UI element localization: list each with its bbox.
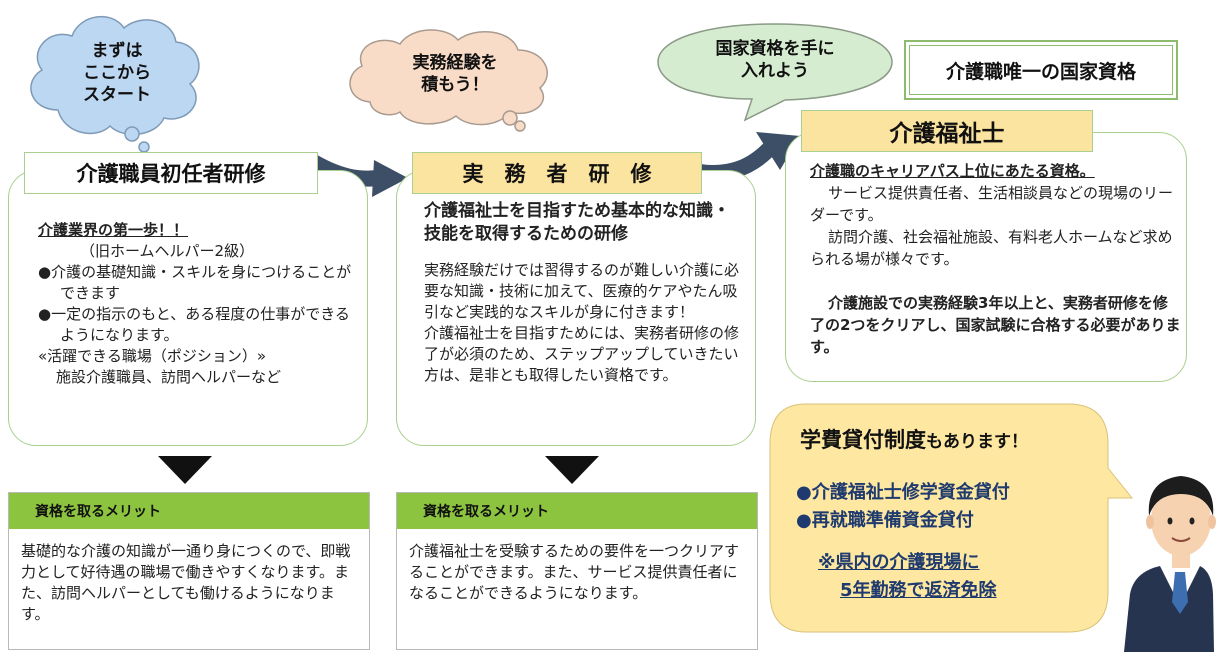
merit-box-initial-training: 資格を取るメリット 基礎的な介護の知識が一通り身につくので、即戦力として好待遇の…: [8, 492, 370, 650]
care-worker-intro: 介護職のキャリアパス上位にあたる資格。: [810, 162, 1095, 180]
step-title-initial-training: 介護職員初任者研修: [24, 152, 318, 194]
step-card-initial-training: [8, 170, 368, 446]
initial-training-intro: 介護業界の第一歩！！: [38, 221, 189, 239]
only-license-badge: 介護職唯一の国家資格: [904, 40, 1178, 100]
care-worker-para-3: 介護施設での実務経験3年以上と、実務者研修を修了の2つをクリアし、国家試験に合格…: [810, 294, 1181, 356]
step-title-care-worker: 介護福祉士: [801, 110, 1093, 152]
practitioner-para-2: 介護福祉士を目指すためには、実務者研修の修了が必須のため、ステップアップしていき…: [424, 324, 740, 384]
only-license-badge-inner: 介護職唯一の国家資格: [909, 45, 1173, 95]
practitioner-para-1: 実務経験だけでは習得するのが難しい介護に必要な知識・技術に加えて、医療的ケアやた…: [424, 261, 740, 321]
initial-training-position-label: «活躍できる職場（ポジション）»: [38, 347, 267, 365]
care-worker-para-2: 訪問介護、社会福祉施設、有料老人ホームなど求められる場が様々です。: [810, 228, 1173, 268]
step-body-initial-training: 介護業界の第一歩！！ （旧ホームヘルパー2級） ●介護の基礎知識・スキルを身につ…: [38, 220, 360, 388]
care-worker-para-1: サービス提供責任者、生活相談員などの現場のリーダーです。: [810, 184, 1174, 224]
step-body-care-worker: 介護職のキャリアパス上位にあたる資格。 サービス提供責任者、生活相談員などの現場…: [810, 160, 1182, 358]
only-license-badge-text: 介護職唯一の国家資格: [945, 60, 1136, 83]
loan-title-strong: 学費貸付制度: [800, 428, 926, 452]
speech-bubble-license: [657, 23, 893, 122]
loan-title-tail: もあります！: [926, 432, 1028, 452]
loan-item-2: ●再就職準備資金貸付: [796, 510, 974, 531]
loan-speech-bubble: [769, 403, 1134, 633]
cloud-text-experience: 実務経験を 積もう！: [412, 53, 498, 95]
practitioner-headline: 介護福祉士を目指すため基本的な知識・技能を取得するための研修: [424, 201, 730, 244]
step-card-practitioner-training: [396, 170, 756, 446]
initial-training-positions: 施設介護職員、訪問ヘルパーなど: [56, 368, 282, 386]
merit-heading: 資格を取るメリット: [397, 493, 757, 529]
initial-training-bullet-1: ●介護の基礎知識・スキルを身につけることができます: [38, 263, 352, 302]
businessman-icon: [1124, 476, 1216, 652]
cloud-text-license: 国家資格を手に 入れよう: [715, 39, 835, 81]
initial-training-bullet-2: ●一定の指示のもと、ある程度の仕事ができるようになります。: [38, 305, 350, 344]
merit-text: 介護福祉士を受験するための要件を一つクリアすることができます。また、サービス提供…: [409, 542, 740, 602]
merit-text: 基礎的な介護の知識が一通り身につくので、即戦力として好待遇の職場で働きやすくなり…: [21, 542, 351, 623]
thought-cloud-experience: [349, 29, 548, 132]
cloud-text-start: まずは ここから スタート: [83, 41, 151, 105]
merit-box-practitioner-training: 資格を取るメリット 介護福祉士を受験するための要件を一つクリアすることができます…: [396, 492, 758, 650]
loan-item-1: ●介護福祉士修学資金貸付: [796, 482, 1010, 503]
loan-note-line-1: ※県内の介護現場に: [818, 552, 980, 573]
thought-cloud-start: [30, 15, 200, 153]
initial-training-sub: （旧ホームヘルパー2級）: [80, 242, 255, 260]
down-triangle-icon: [158, 456, 212, 484]
step-body-practitioner-training: 介護福祉士を目指すため基本的な知識・技能を取得するための研修 実務経験だけでは習…: [424, 200, 740, 386]
down-triangle-icon: [545, 456, 599, 484]
loan-note-line-2: 5年勤務で返済免除: [840, 580, 997, 601]
step-title-practitioner-training: 実 務 者 研 修: [412, 152, 702, 194]
merit-heading: 資格を取るメリット: [9, 493, 369, 529]
loan-title: 学費貸付制度もあります！: [800, 424, 1090, 454]
